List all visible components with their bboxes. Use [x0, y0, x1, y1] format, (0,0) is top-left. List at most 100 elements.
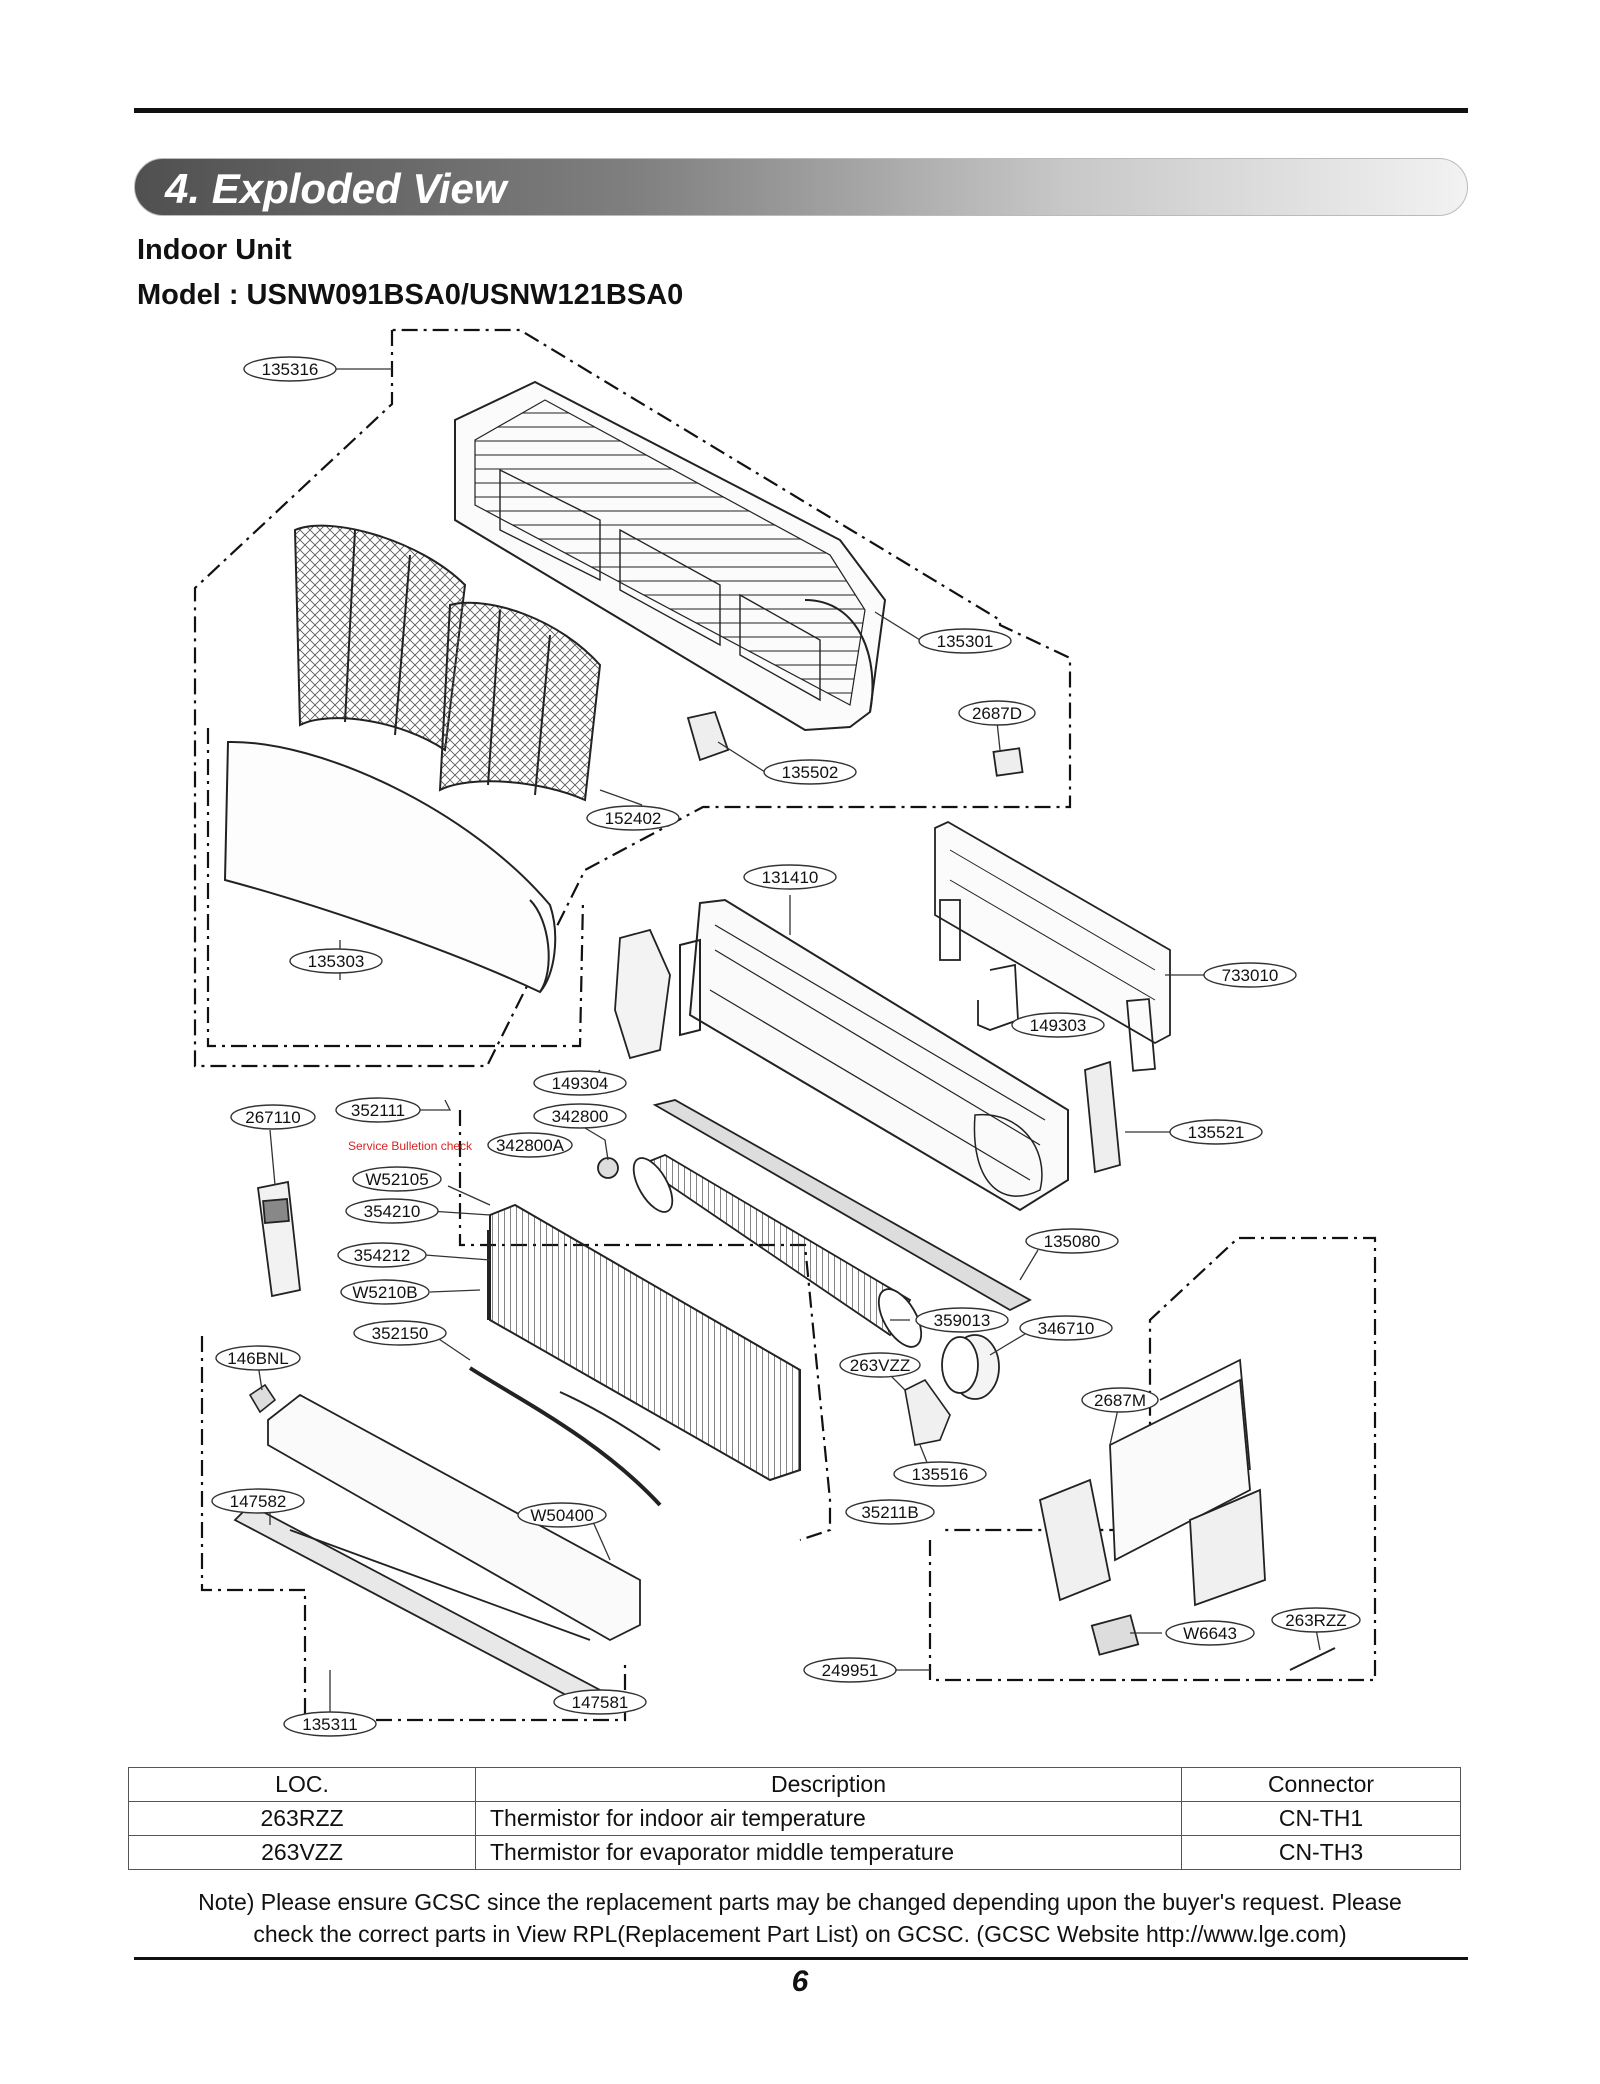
svg-text:149303: 149303: [1030, 1016, 1087, 1035]
svg-text:W5210B: W5210B: [352, 1283, 417, 1302]
callout-149303: 149303: [1011, 1012, 1105, 1038]
svg-text:354210: 354210: [364, 1202, 421, 1221]
callout-263VZZ: 263VZZ: [839, 1352, 921, 1378]
svg-text:135311: 135311: [302, 1715, 357, 1734]
callout-W6643: W6643: [1165, 1620, 1255, 1646]
top-rule: [134, 108, 1468, 113]
table-cell-connector: CN-TH3: [1181, 1835, 1461, 1870]
table-header-row: LOC. Description Connector: [128, 1767, 1461, 1802]
drain-strip: [652, 1099, 1032, 1312]
table-row: 263RZZ Thermistor for indoor air tempera…: [128, 1801, 1461, 1836]
svg-text:147581: 147581: [572, 1693, 629, 1712]
service-bulletin-note: Service Bulletion check: [348, 1139, 473, 1153]
fan-motor: [597, 1157, 1000, 1400]
svg-text:249951: 249951: [822, 1661, 879, 1680]
callout-346710: 346710: [1019, 1315, 1113, 1341]
section-banner: 4. Exploded View: [134, 158, 1468, 216]
svg-text:733010: 733010: [1222, 966, 1279, 985]
svg-text:354212: 354212: [354, 1246, 411, 1265]
swing-motor: [248, 1378, 951, 1446]
svg-text:147582: 147582: [230, 1492, 287, 1511]
callout-135502: 135502: [763, 759, 857, 785]
unit-heading: Indoor Unit: [137, 234, 292, 266]
svg-text:342800: 342800: [552, 1107, 609, 1126]
svg-text:152402: 152402: [605, 809, 662, 828]
svg-text:267110: 267110: [245, 1108, 300, 1127]
callout-267110: 267110: [230, 1104, 316, 1130]
callout-135521: 135521: [1169, 1119, 1263, 1145]
svg-text:2687D: 2687D: [972, 704, 1022, 723]
note-line-1: Note) Please ensure GCSC since the repla…: [198, 1889, 1402, 1915]
svg-text:135303: 135303: [308, 952, 365, 971]
callout-W52105: W52105: [352, 1166, 442, 1192]
callout-135080: 135080: [1025, 1228, 1119, 1254]
table-cell-description: Thermistor for evaporator middle tempera…: [475, 1835, 1182, 1870]
mounting-plate: [934, 820, 1171, 1072]
side-bracket: [614, 928, 671, 1060]
cabinet-body: [454, 380, 887, 732]
callout-135311: 135311: [283, 1711, 377, 1737]
bottom-rule: [134, 1957, 1468, 1960]
upper-group-outline: [193, 328, 1072, 1068]
svg-text:135080: 135080: [1044, 1232, 1101, 1251]
drain-hose: [468, 1366, 662, 1507]
svg-text:W52105: W52105: [365, 1170, 428, 1189]
callout-W5210B: W5210B: [340, 1279, 430, 1305]
callout-352150: 352150: [353, 1320, 447, 1346]
svg-text:352111: 352111: [351, 1101, 405, 1120]
callout-263RZZ: 263RZZ: [1271, 1607, 1361, 1633]
callout-147581: 147581: [553, 1689, 647, 1715]
page-number: 6: [791, 1965, 809, 1998]
svg-text:35211B: 35211B: [861, 1503, 918, 1522]
table-header: LOC.: [128, 1767, 476, 1802]
callout-733010: 733010: [1203, 962, 1297, 988]
callout-35211B: 35211B: [845, 1499, 935, 1525]
model-heading: Model : USNW091BSA0/USNW121BSA0: [137, 279, 684, 311]
callout-342800A: 342800A: [487, 1132, 573, 1158]
air-filter-left: [293, 524, 467, 752]
svg-text:135516: 135516: [912, 1465, 969, 1484]
svg-text:352150: 352150: [372, 1324, 429, 1343]
vane-assembly: [233, 1393, 641, 1707]
motor-bracket: [977, 963, 1121, 1174]
svg-text:263RZZ: 263RZZ: [1285, 1611, 1346, 1630]
callout-135516: 135516: [893, 1461, 987, 1487]
exploded-view-diagram: 135316 135301 2687D 135502 152402 131410…: [193, 328, 1377, 1737]
callout-146BNL: 146BNL: [215, 1345, 301, 1371]
table-cell-connector: CN-TH1: [1181, 1801, 1461, 1836]
callout-131410: 131410: [743, 864, 837, 890]
callout-135303: 135303: [289, 948, 383, 974]
callout-249951: 249951: [803, 1657, 897, 1683]
table-header: Connector: [1181, 1767, 1461, 1802]
remote-controller: [256, 1180, 301, 1298]
air-filter-right: [438, 601, 602, 802]
control-box: [1038, 1358, 1336, 1671]
callout-135301: 135301: [918, 628, 1012, 654]
evaporator: [487, 1203, 801, 1482]
svg-text:359013: 359013: [934, 1311, 991, 1330]
callouts: 135316 135301 2687D 135502 152402 131410…: [211, 356, 1361, 1737]
svg-text:135521: 135521: [1188, 1123, 1245, 1142]
callout-152402: 152402: [586, 805, 680, 831]
callout-2687D: 2687D: [958, 700, 1036, 726]
callout-2687M: 2687M: [1081, 1387, 1159, 1413]
note-text: Note) Please ensure GCSC since the repla…: [120, 1886, 1480, 1950]
svg-text:135502: 135502: [782, 763, 839, 782]
chassis: [679, 898, 1069, 1212]
svg-text:135316: 135316: [262, 360, 319, 379]
callout-359013: 359013: [915, 1307, 1009, 1333]
svg-text:149304: 149304: [552, 1074, 609, 1093]
callout-135316: 135316: [243, 356, 337, 382]
callout-352111: 352111: [335, 1097, 421, 1123]
svg-text:2687M: 2687M: [1094, 1391, 1146, 1410]
svg-text:346710: 346710: [1038, 1319, 1095, 1338]
cross-flow-fan: [632, 1153, 923, 1348]
table-cell-loc: 263VZZ: [128, 1835, 476, 1870]
section-title: 4. Exploded View: [165, 165, 507, 212]
front-panel-outline: [206, 728, 585, 1048]
svg-text:135301: 135301: [937, 632, 994, 651]
front-panel: [223, 740, 557, 994]
svg-text:146BNL: 146BNL: [227, 1349, 288, 1368]
callout-W50400: W50400: [517, 1502, 607, 1528]
leader-lines: [256, 368, 1321, 1722]
